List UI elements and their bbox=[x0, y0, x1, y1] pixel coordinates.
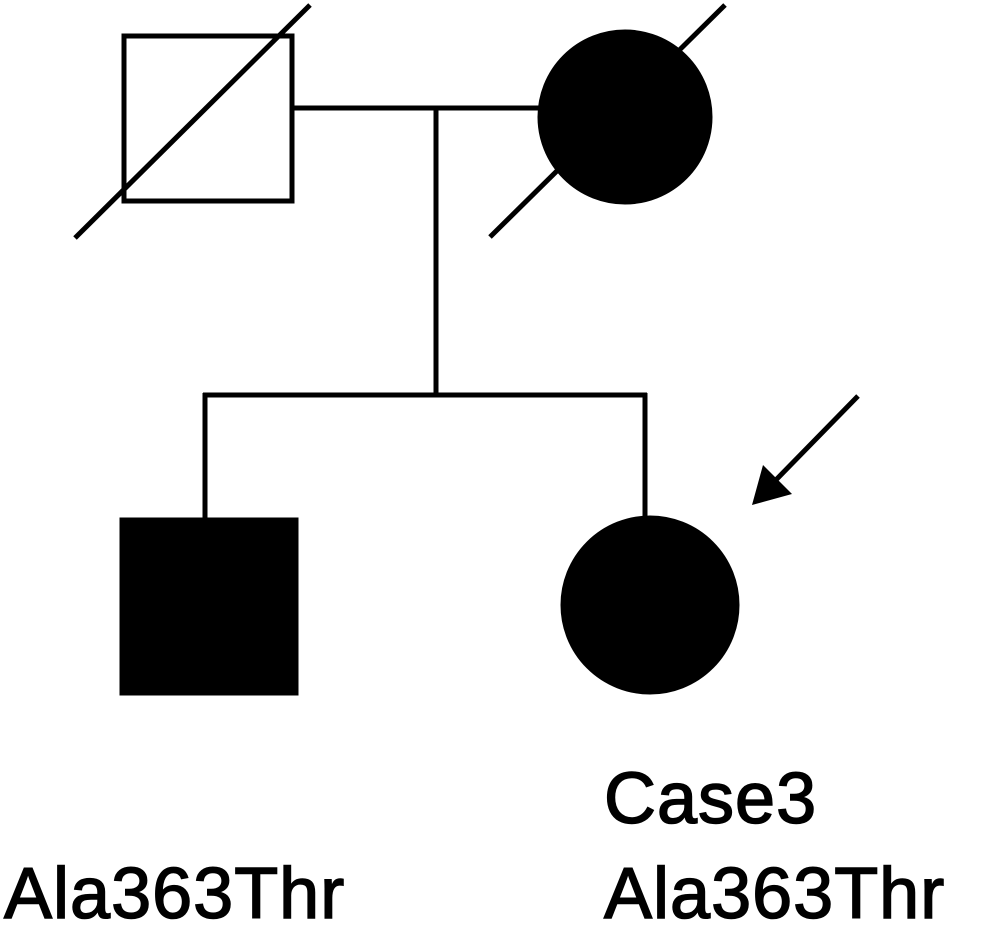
son-variant-label: Ala363Thr bbox=[3, 853, 346, 930]
son-symbol bbox=[119, 517, 299, 696]
mother-deceased-slash bbox=[488, 3, 727, 239]
proband-variant-label: Ala363Thr bbox=[603, 853, 946, 930]
proband-symbol bbox=[560, 515, 740, 695]
mother-symbol bbox=[537, 29, 713, 205]
father-deceased-slash bbox=[73, 3, 312, 240]
father-symbol bbox=[121, 33, 295, 204]
proband-case-label: Case3 bbox=[603, 758, 818, 840]
proband-arrow bbox=[768, 394, 860, 488]
proband-arrow-head bbox=[752, 465, 792, 505]
